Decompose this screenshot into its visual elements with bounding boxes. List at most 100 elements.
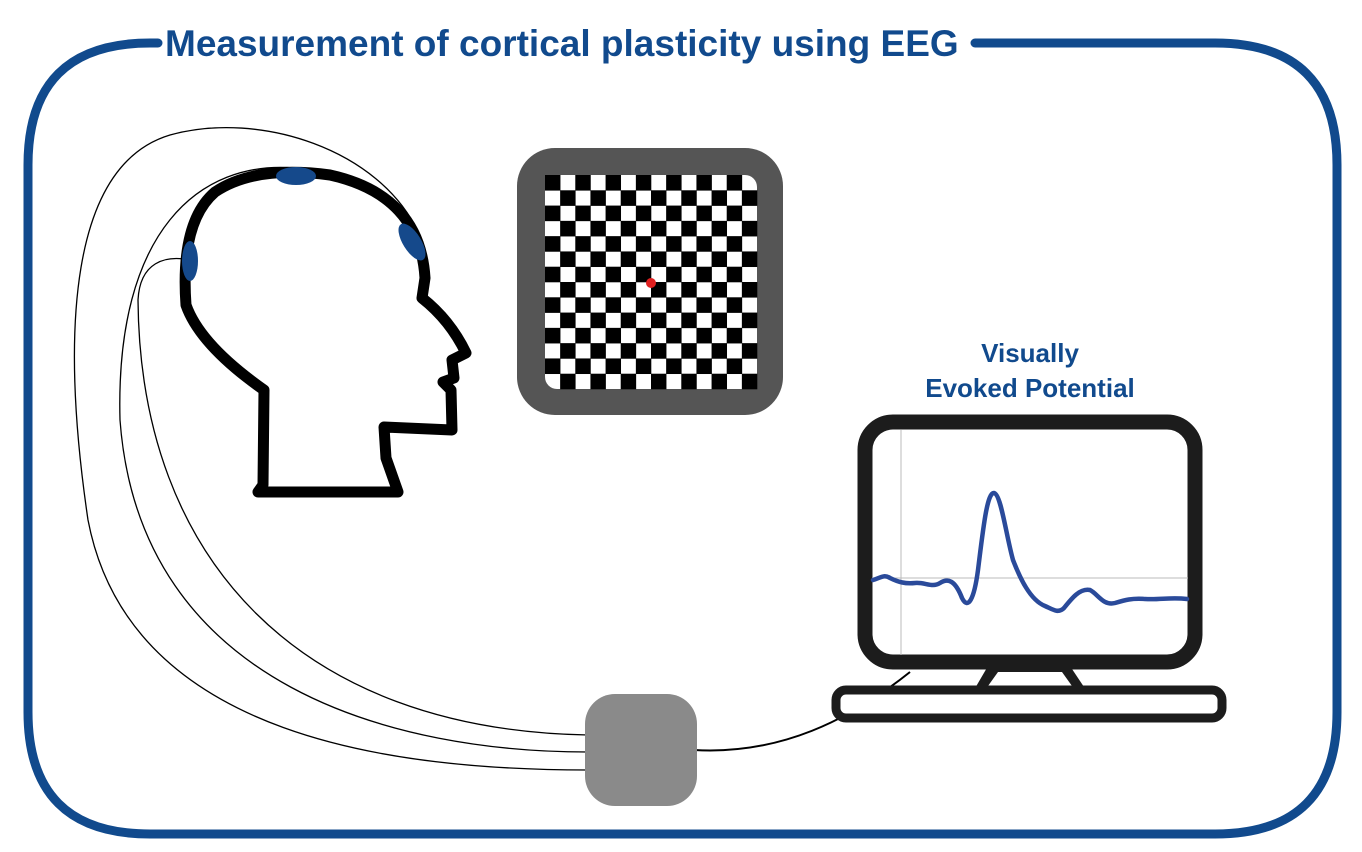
checker-square (605, 266, 622, 283)
checker-square (575, 297, 591, 313)
checker-square (635, 236, 652, 252)
checker-square (726, 327, 743, 344)
checker-square (635, 358, 652, 375)
checker-square (666, 297, 682, 313)
checker-square (666, 327, 682, 344)
checker-square (741, 343, 758, 359)
checker-square (741, 251, 758, 268)
checker-square (635, 266, 652, 283)
wire-frontal (137, 257, 589, 736)
checker-square (590, 373, 606, 390)
checker-square (711, 220, 728, 237)
checker-square (605, 205, 622, 222)
checker-square (545, 175, 561, 191)
checker-square (620, 373, 637, 390)
checker-square (590, 312, 606, 329)
checker-square (711, 282, 728, 298)
checker-square (726, 266, 743, 283)
head-profile-icon (179, 166, 472, 498)
checker-square (545, 236, 561, 252)
checker-square (741, 312, 758, 329)
checker-square (560, 190, 576, 206)
checker-square (696, 297, 712, 313)
monitor-label-line2: Evoked Potential (925, 373, 1135, 403)
checker-square (620, 190, 637, 206)
electrode-occipital (398, 223, 426, 261)
frame-border (23, 38, 1342, 839)
electrode-vertex (276, 167, 316, 185)
checker-square (726, 175, 743, 191)
checker-square (635, 205, 652, 222)
monitor-label-line1: Visually (981, 338, 1079, 368)
checker-square (681, 251, 697, 268)
checker-square (575, 327, 591, 344)
checker-square (696, 175, 712, 191)
checker-square (560, 373, 576, 390)
checker-square (590, 190, 606, 206)
checker-square (681, 343, 697, 359)
amplifier-box-icon (585, 694, 697, 806)
checker-square (696, 358, 712, 375)
checker-square (635, 327, 652, 344)
checker-square (605, 327, 622, 344)
checker-square (651, 312, 667, 329)
electrode-frontal (182, 241, 198, 281)
monitor-stand-inner (988, 672, 1072, 686)
checker-square (726, 205, 743, 222)
checker-square (560, 343, 576, 359)
page-title: Measurement of cortical plasticity using… (165, 23, 959, 64)
checker-square (726, 297, 743, 313)
checker-square (711, 312, 728, 329)
checker-square (711, 190, 728, 206)
checker-square (545, 358, 561, 375)
checker-square (651, 373, 667, 390)
checker-square (711, 251, 728, 268)
checker-square (696, 327, 712, 344)
checker-square (726, 358, 743, 375)
checker-square (545, 327, 561, 344)
checker-square (696, 266, 712, 283)
checker-square (666, 236, 682, 252)
checker-square (560, 220, 576, 237)
checker-square (666, 358, 682, 375)
checker-square (575, 266, 591, 283)
fixation-dot (646, 278, 656, 288)
checker-square (651, 190, 667, 206)
checker-square (620, 312, 637, 329)
checker-square (590, 251, 606, 268)
checker-square (741, 373, 758, 390)
checker-square (545, 266, 561, 283)
wire-vertex (119, 166, 589, 753)
checker-square (590, 282, 606, 298)
checker-square (711, 343, 728, 359)
checker-square (711, 373, 728, 390)
checker-square (575, 236, 591, 252)
checker-square (666, 266, 682, 283)
checker-square (560, 312, 576, 329)
checker-square (575, 358, 591, 375)
checker-square (620, 251, 637, 268)
checker-square (590, 343, 606, 359)
checker-square (635, 297, 652, 313)
monitor-screen (857, 414, 1203, 670)
checker-square (651, 343, 667, 359)
vep-waveform (870, 490, 1190, 614)
checker-square (605, 236, 622, 252)
checker-square (681, 220, 697, 237)
checker-square (575, 175, 591, 191)
checker-square (681, 282, 697, 298)
checker-square (590, 220, 606, 237)
checker-square (681, 190, 697, 206)
checker-square (560, 251, 576, 268)
checker-square (620, 343, 637, 359)
checker-square (741, 220, 758, 237)
checker-square (560, 282, 576, 298)
checker-square (635, 175, 652, 191)
checker-square (651, 251, 667, 268)
checker-square (545, 297, 561, 313)
checker-square (696, 205, 712, 222)
checker-square (741, 190, 758, 206)
checker-square (741, 282, 758, 298)
